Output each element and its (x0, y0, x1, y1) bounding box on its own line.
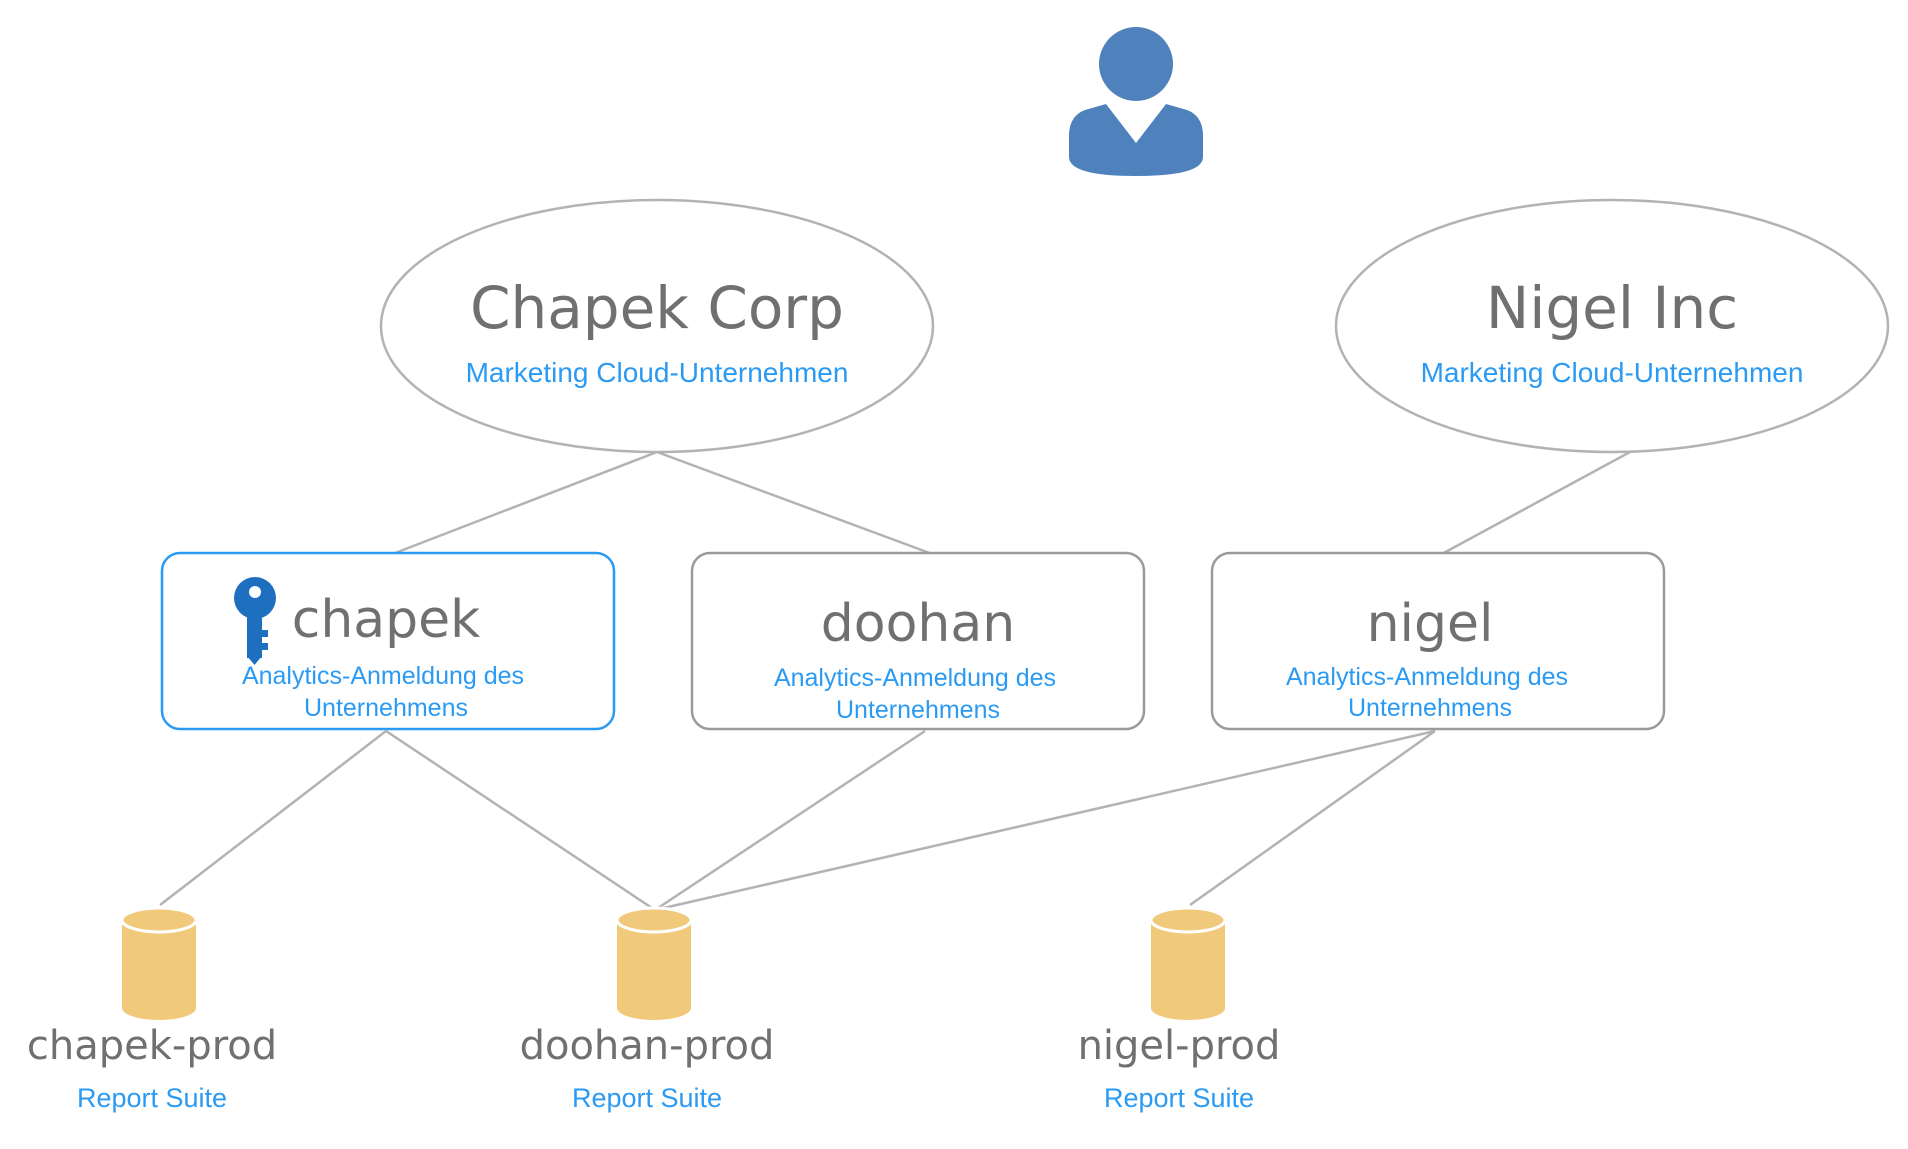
edge-nigelinc-nigel (1439, 450, 1631, 557)
edge-nigel-nigelprod (1189, 729, 1436, 907)
company-name: Nigel Inc (1486, 274, 1738, 342)
company-type-label: Marketing Cloud-Unternehmen (1421, 357, 1804, 388)
edge-chapekcorp-chapek (389, 450, 658, 557)
login-type-line1: Analytics-Anmeldung des (774, 664, 1056, 692)
report-suite-name: nigel-prod (1078, 1023, 1281, 1069)
edge-chapek-chapekprod (159, 730, 387, 906)
edge-chapek-doohanprod (385, 729, 656, 912)
report-suite-node-nigel-prod: nigel-prod Report Suite (1078, 906, 1281, 1113)
login-name: nigel (1367, 594, 1494, 654)
company-name: Chapek Corp (470, 274, 844, 342)
report-suite-name: doohan-prod (520, 1023, 775, 1069)
database-icon (120, 906, 198, 1020)
edge-nigel-doohanprod (654, 729, 1436, 912)
edges (159, 450, 1631, 912)
report-suite-node-doohan-prod: doohan-prod Report Suite (520, 906, 775, 1113)
user-icon (1069, 27, 1203, 176)
login-node-doohan: doohan Analytics-Anmeldung des Unternehm… (690, 551, 1146, 731)
edge-doohan-doohanprod (654, 729, 926, 912)
company-node-chapek-corp: Chapek Corp Marketing Cloud-Unternehmen (379, 198, 935, 454)
database-icon (615, 906, 693, 1020)
login-node-nigel: nigel Analytics-Anmeldung des Unternehme… (1210, 551, 1666, 731)
login-name: doohan (821, 594, 1015, 654)
report-suite-type-label: Report Suite (1104, 1083, 1254, 1113)
report-suite-node-chapek-prod: chapek-prod Report Suite (27, 906, 277, 1113)
database-icon (1149, 906, 1227, 1020)
report-suite-name: chapek-prod (27, 1023, 277, 1069)
company-type-label: Marketing Cloud-Unternehmen (466, 357, 849, 388)
company-node-nigel-inc: Nigel Inc Marketing Cloud-Unternehmen (1334, 198, 1890, 454)
login-type-line2: Unternehmens (1348, 694, 1512, 722)
login-type-line1: Analytics-Anmeldung des (1286, 663, 1568, 691)
login-type-line1: Analytics-Anmeldung des (242, 662, 524, 690)
report-suite-type-label: Report Suite (572, 1083, 722, 1113)
edge-chapekcorp-doohan (656, 450, 936, 557)
key-icon (234, 577, 276, 665)
login-type-line2: Unternehmens (836, 696, 1000, 724)
login-name: chapek (292, 590, 481, 650)
report-suite-type-label: Report Suite (77, 1083, 227, 1113)
login-type-line2: Unternehmens (304, 694, 468, 722)
login-node-chapek: chapek Analytics-Anmeldung des Unternehm… (160, 551, 616, 731)
